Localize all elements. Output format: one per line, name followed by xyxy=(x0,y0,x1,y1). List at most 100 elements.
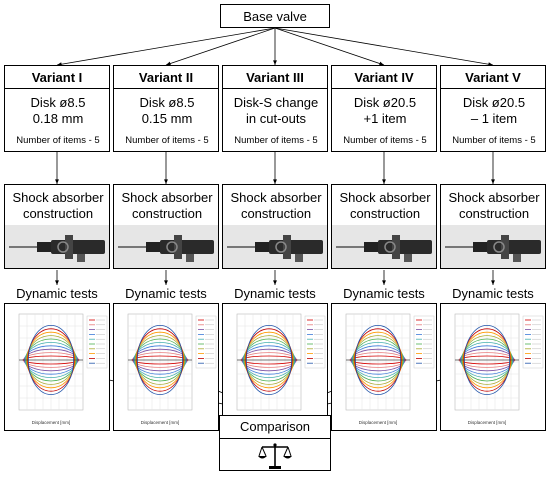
knuckle-bracket xyxy=(295,254,303,262)
force-displacement-plot: Displacement [mm] xyxy=(127,313,217,425)
arrowhead xyxy=(491,179,495,184)
comparison-divider xyxy=(220,438,330,439)
damper-body xyxy=(51,240,105,254)
variant-title: Variant I xyxy=(4,65,110,89)
base-valve-label: Base valve xyxy=(243,8,307,24)
base-valve-box: Base valve xyxy=(220,4,330,28)
variant-spec-line: – 1 item xyxy=(470,111,518,126)
bracket-ring xyxy=(57,241,69,253)
knuckle-bracket xyxy=(186,254,194,262)
shock-absorber-label-line: Shock absorber xyxy=(448,190,540,205)
spring-seat xyxy=(283,235,291,259)
force-displacement-plot: Displacement [mm] xyxy=(345,313,435,425)
knuckle-bracket xyxy=(404,254,412,262)
variant-item-count: Number of items - 5 xyxy=(452,135,536,146)
bracket-ring xyxy=(384,241,396,253)
arrowhead xyxy=(491,280,495,285)
dynamic-tests-label: Dynamic tests xyxy=(452,286,534,301)
damper-body xyxy=(487,240,541,254)
chart-axis-label: Displacement [mm] xyxy=(468,420,507,425)
variant-spec-line: Disk-S change xyxy=(233,95,319,110)
variant-spec-line: Disk ø8.5 xyxy=(30,95,86,110)
balance-scale-icon xyxy=(258,443,292,469)
dynamic-tests-label: Dynamic tests xyxy=(125,286,207,301)
force-displacement-plot: Displacement [mm] xyxy=(454,313,544,425)
connector-arrow xyxy=(165,27,276,66)
variant-spec-line: +1 item xyxy=(363,111,407,126)
chart-axis-label: Displacement [mm] xyxy=(141,420,180,425)
variant-item-count: Number of items - 5 xyxy=(125,135,209,146)
top-mount xyxy=(473,242,487,252)
dynamic-tests-label: Dynamic tests xyxy=(343,286,425,301)
dynamic-tests-label: Dynamic tests xyxy=(234,286,316,301)
shock-absorber-photo xyxy=(114,225,218,268)
arrowhead xyxy=(166,61,171,66)
comparison-label: Comparison xyxy=(239,419,311,434)
chart-legend xyxy=(413,315,435,369)
variant-spec-line: 0.18 mm xyxy=(32,111,84,126)
variant-spec-line: Disk ø20.5 xyxy=(353,95,417,110)
top-mount xyxy=(37,242,51,252)
shock-absorber-photo xyxy=(223,225,327,268)
shock-absorber-photo xyxy=(5,225,109,268)
spring-seat xyxy=(501,235,509,259)
bracket-ring xyxy=(166,241,178,253)
shock-absorber-label-line: Shock absorber xyxy=(339,190,431,205)
variant-title: Variant V xyxy=(440,65,546,89)
comparison-box: Comparison xyxy=(219,415,331,471)
bracket-ring xyxy=(493,241,505,253)
damper-body xyxy=(160,240,214,254)
variant-spec-line: in cut-outs xyxy=(246,111,306,126)
arrowhead xyxy=(55,179,59,184)
shock-absorber-label-line: construction xyxy=(349,206,421,221)
arrowhead xyxy=(55,280,59,285)
variant-item-count: Number of items - 5 xyxy=(234,135,318,146)
knuckle-bracket xyxy=(513,254,521,262)
damper-body xyxy=(378,240,432,254)
chart-axis-label: Displacement [mm] xyxy=(32,420,71,425)
arrowhead xyxy=(164,179,168,184)
variant-item-count: Number of items - 5 xyxy=(343,135,427,146)
arrowhead xyxy=(164,280,168,285)
spring-seat xyxy=(392,235,400,259)
chart-axis-label: Displacement [mm] xyxy=(359,420,398,425)
connector-arrow xyxy=(274,27,385,66)
variant-item-count: Number of items - 5 xyxy=(16,135,100,146)
chart-legend xyxy=(304,315,326,369)
chart-legend xyxy=(195,315,217,369)
variant-spec-line: Disk ø8.5 xyxy=(139,95,195,110)
force-displacement-plot: Displacement [mm] xyxy=(18,313,108,425)
spring-seat xyxy=(174,235,182,259)
arrowhead xyxy=(379,61,384,66)
top-mount xyxy=(146,242,160,252)
arrowhead xyxy=(382,280,386,285)
shock-absorber-label-line: construction xyxy=(22,206,94,221)
arrowhead xyxy=(273,60,277,65)
dynamic-test-chart: Displacement [mm] xyxy=(222,303,328,431)
variant-title: Variant IV xyxy=(331,65,437,89)
dynamic-test-chart: Displacement [mm] xyxy=(331,303,437,431)
damper-body xyxy=(269,240,323,254)
spring-seat xyxy=(65,235,73,259)
dynamic-test-chart: Displacement [mm] xyxy=(440,303,546,431)
arrowhead xyxy=(382,179,386,184)
variant-title: Variant II xyxy=(113,65,219,89)
variant-spec-line: Disk ø20.5 xyxy=(462,95,526,110)
connector-arrow xyxy=(56,27,276,66)
shock-absorber-photo xyxy=(332,225,436,268)
variant-title: Variant III xyxy=(222,65,328,89)
shock-absorber-photo xyxy=(441,225,545,268)
